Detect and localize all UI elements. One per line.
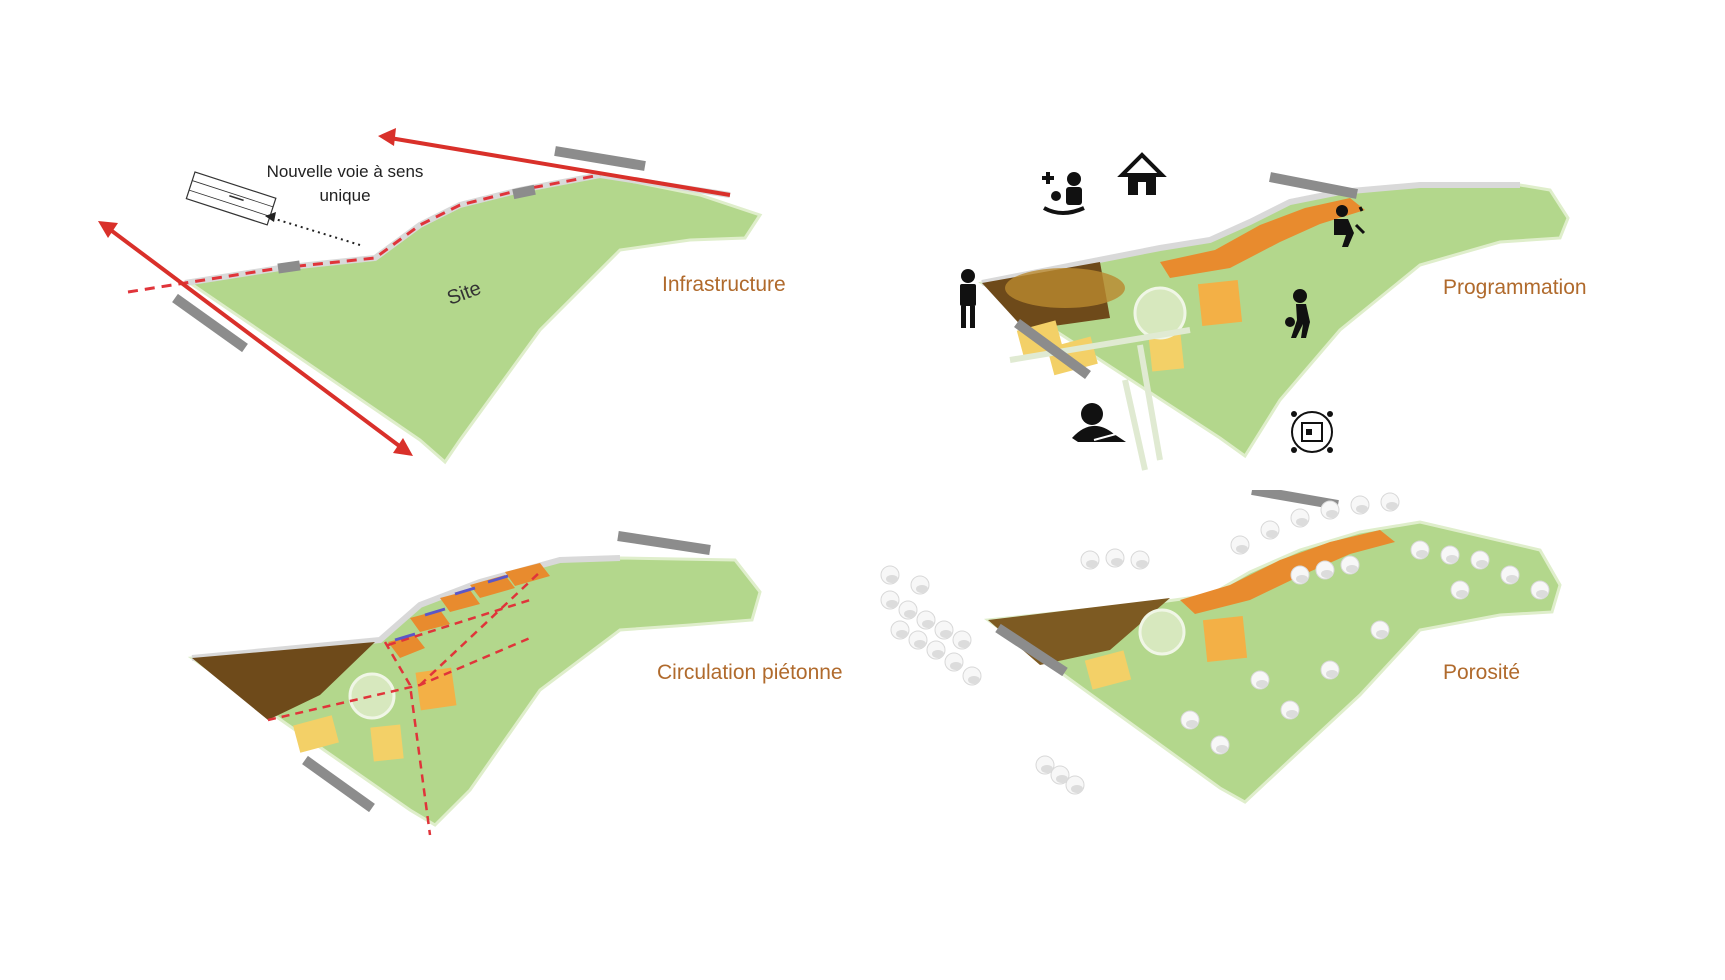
housing-blocks — [1180, 530, 1395, 614]
market-icon — [1291, 411, 1333, 453]
crossing-markers — [394, 574, 509, 642]
garden-block — [293, 715, 339, 753]
new-one-way-road — [127, 173, 601, 294]
pedestrian-network — [267, 571, 541, 836]
bus-stop-bar — [995, 623, 1068, 677]
new-road-label: Nouvelle voie à sens unique — [255, 160, 435, 208]
garden-block — [1084, 650, 1132, 690]
bus-stop-bar — [302, 755, 375, 813]
house-icon — [1117, 152, 1167, 195]
site-land — [983, 520, 1562, 804]
bus-stop-bar — [1251, 490, 1339, 510]
sports-block — [1197, 280, 1243, 326]
bus-stop-bar — [1014, 318, 1091, 380]
sports-block — [415, 667, 457, 711]
site-land — [186, 173, 763, 465]
plaza — [348, 672, 396, 720]
housing-block — [410, 610, 450, 632]
panel-title-porosite: Porosité — [1443, 661, 1521, 684]
road-marker — [277, 260, 301, 274]
housing-block — [440, 590, 480, 612]
road-section-icon — [185, 171, 277, 226]
annotation-pointer — [271, 217, 361, 246]
new-road-label-line1: Nouvelle voie à sens — [266, 162, 424, 181]
programmation-diagram — [960, 152, 1570, 471]
road-edge — [981, 182, 1520, 286]
housing-block — [470, 575, 515, 598]
pointer-arrowhead-icon — [265, 212, 276, 222]
panel-title-programmation: Programmation — [1443, 276, 1587, 299]
circulation-diagram — [187, 531, 762, 836]
farmland-zone — [192, 642, 375, 720]
market-block — [370, 724, 404, 762]
arrowhead-nw-icon — [98, 221, 118, 238]
panel-title-circulation: Circulation piétonne — [657, 661, 843, 684]
panel-title-infrastructure: Infrastructure — [662, 273, 786, 296]
plaza — [1138, 608, 1186, 656]
sport-icon — [1285, 289, 1310, 338]
housing-block — [505, 563, 550, 586]
health-care-icon — [1042, 172, 1085, 215]
road-edge — [191, 555, 621, 661]
arrowhead-west-icon — [378, 128, 396, 146]
traffic-arrow-diagonal — [106, 226, 404, 450]
reading-icon — [1072, 403, 1126, 442]
porosite-diagram — [880, 490, 1562, 804]
road-marker — [512, 184, 536, 200]
gardening-icon — [1334, 205, 1366, 247]
infrastructure-diagram: Site — [98, 128, 763, 465]
traffic-arrow-west — [389, 136, 731, 197]
sports-block — [1202, 616, 1248, 662]
farmer-icon — [960, 269, 976, 328]
housing-blocks — [1160, 198, 1365, 278]
bus-stop-bar — [1269, 172, 1358, 199]
new-road-label-line2: unique — [319, 186, 371, 205]
bus-stop-bar — [554, 146, 646, 171]
arrowhead-se-icon — [393, 438, 413, 456]
pedestrian-path — [1009, 327, 1191, 471]
bus-stop-bar — [172, 293, 248, 353]
bus-stop-bar — [617, 531, 711, 555]
wetland-zone — [1005, 268, 1125, 308]
